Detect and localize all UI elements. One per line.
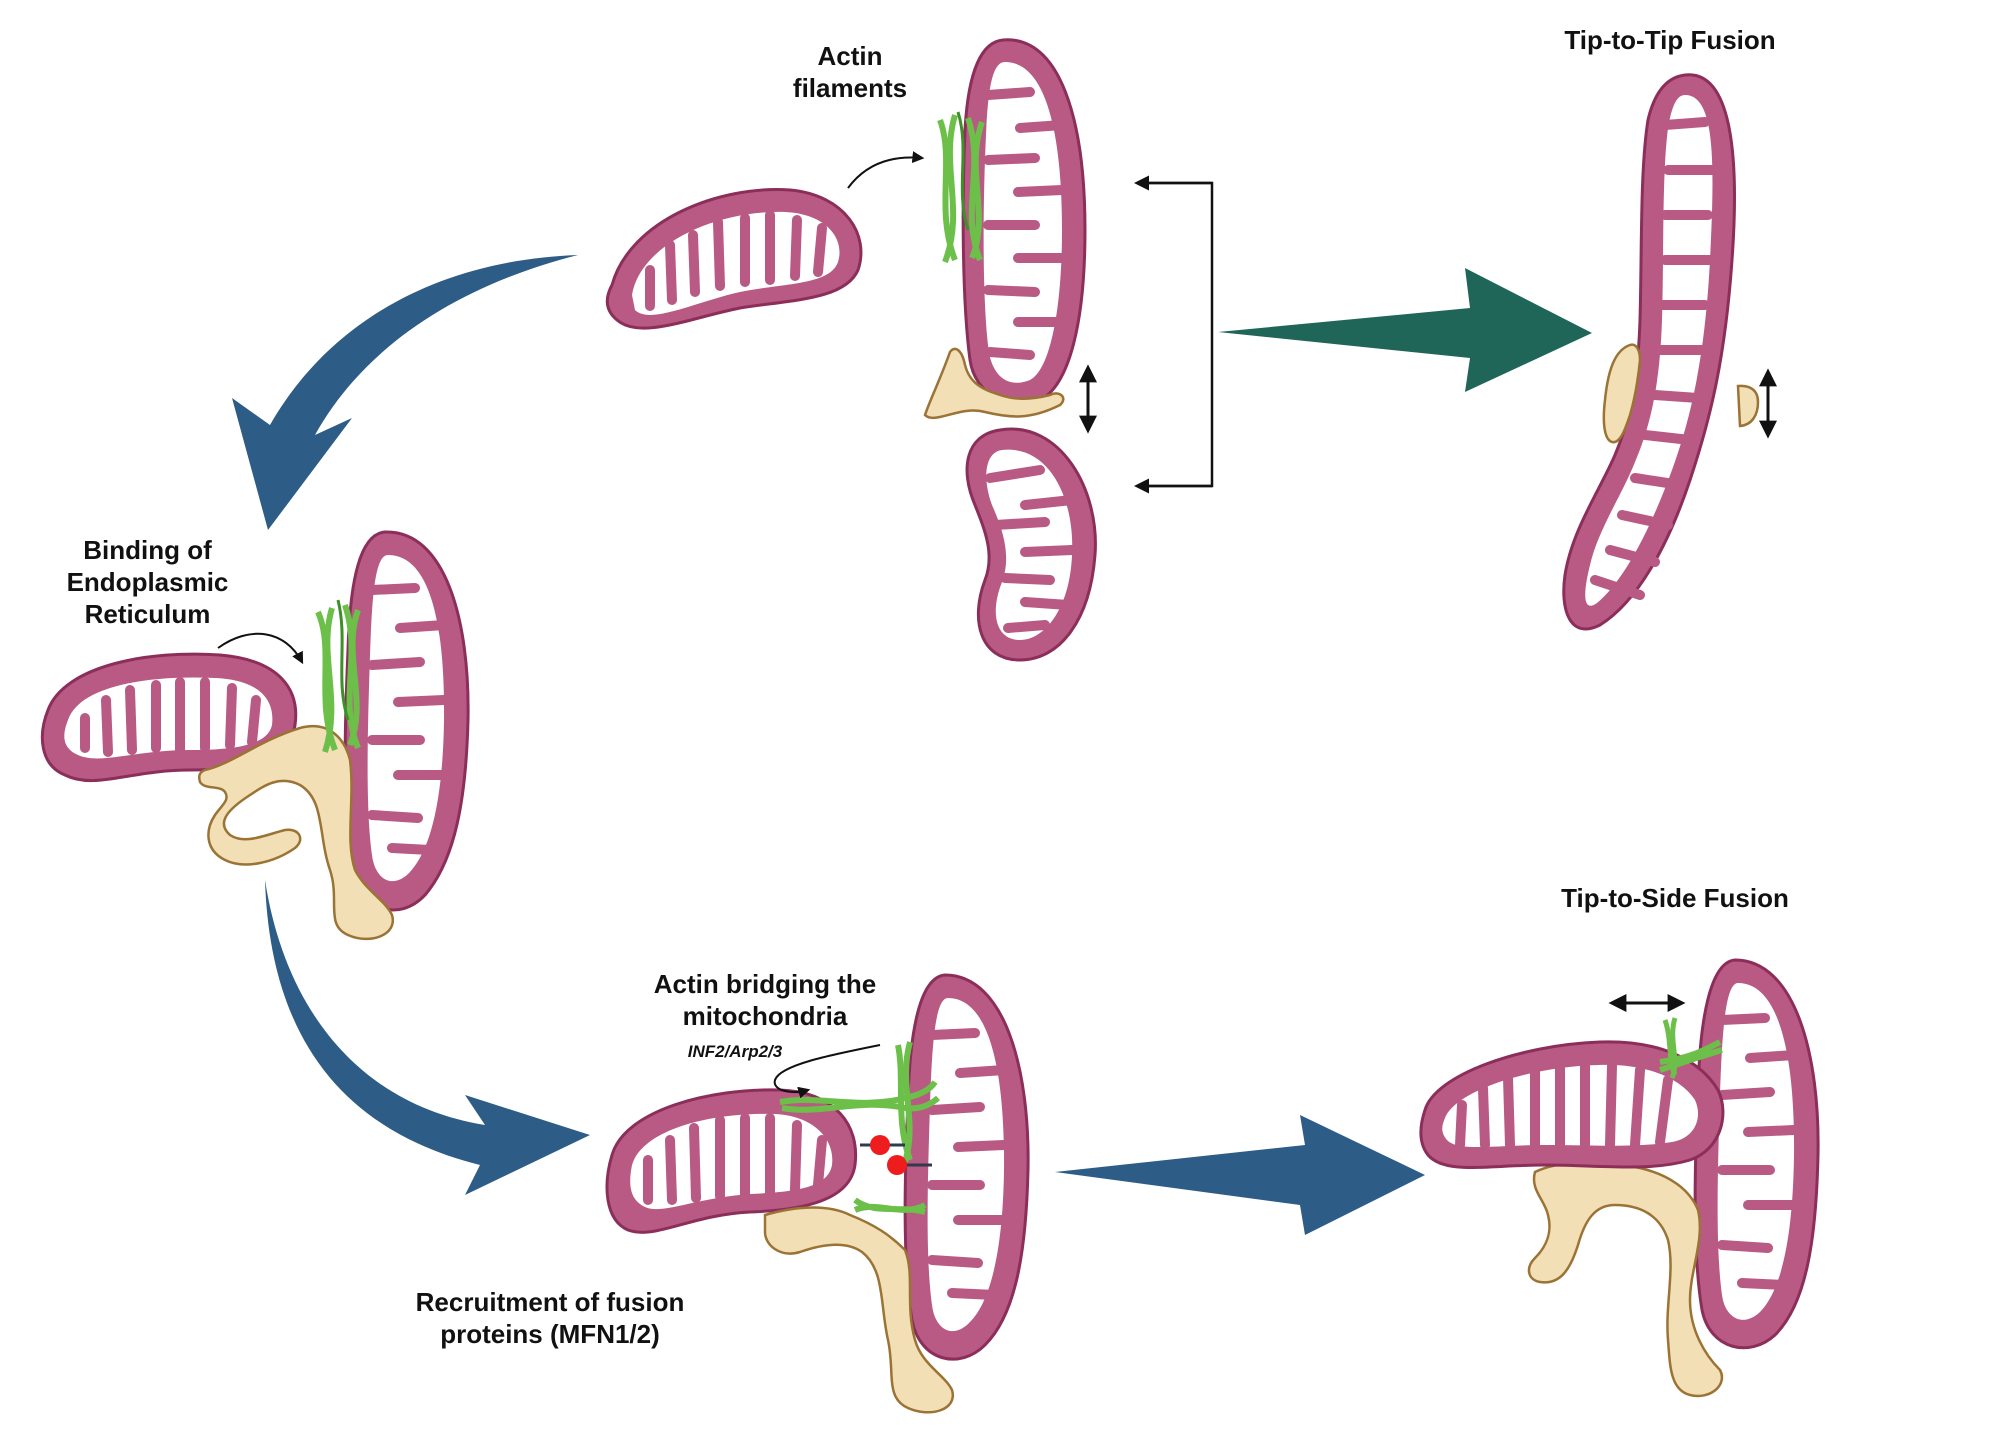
bracket-connector — [1134, 175, 1214, 494]
er-top — [923, 347, 1065, 420]
mitochondrion-bottom-center-large — [903, 973, 1030, 1361]
mitochondrion-top-center — [961, 38, 1087, 406]
arrow-to-tip-tip — [1218, 268, 1592, 392]
label-tip-to-tip: Tip-to-Tip Fusion — [1564, 25, 1776, 55]
pointer-arrow-binding-er — [217, 632, 304, 665]
label-recruitment-line1: Recruitment of fusion — [415, 1287, 685, 1317]
label-inf2-arp23: INF2/Arp2/3 — [687, 1042, 783, 1061]
mitochondrion-tip-to-side-horizontal — [1419, 1040, 1725, 1169]
fusion-proteins — [860, 1135, 932, 1175]
actin-filaments-middle-left — [315, 599, 361, 753]
pointer-arrow-inf2 — [773, 1044, 881, 1099]
er-bottom-center — [763, 1206, 955, 1414]
mitochondrion-tip-to-tip — [1562, 73, 1736, 631]
label-bridging-line1: Actin bridging the — [653, 969, 877, 999]
er-tip-to-side — [1527, 1161, 1724, 1398]
label-bridging-line2: mitochondria — [682, 1001, 848, 1031]
er-tip-to-tip — [1602, 343, 1760, 444]
mitochondrion-bottom-center-small — [605, 1088, 858, 1234]
actin-bridging-filaments — [779, 1041, 940, 1215]
fusion-protein-dot-2 — [887, 1155, 907, 1175]
label-binding-line3: Reticulum — [84, 599, 211, 629]
arrow-to-tip-side — [1055, 1115, 1425, 1235]
label-binding-line1: Binding of — [83, 535, 212, 565]
curved-arrow-top-left — [232, 255, 578, 530]
mitochondrion-middle-left-large — [343, 530, 470, 912]
actin-filaments-top — [937, 111, 985, 264]
fusion-protein-dot-1 — [870, 1135, 890, 1155]
mitochondrion-middle-left-small — [40, 652, 298, 783]
label-actin-filaments: Actin filaments — [760, 40, 940, 104]
label-tip-to-side: Tip-to-Side Fusion — [1561, 883, 1789, 913]
label-binding-er: Binding of Endoplasmic Reticulum — [40, 534, 255, 630]
curved-arrow-bottom-left — [265, 880, 590, 1195]
label-binding-line2: Endoplasmic — [66, 567, 229, 597]
actin-filaments-tip-to-side — [1659, 1017, 1723, 1080]
label-actin-line1: Actin — [817, 41, 883, 71]
mitochondrion-top-lower — [965, 427, 1097, 662]
er-middle-left — [197, 725, 395, 941]
label-recruitment-line2: proteins (MFN1/2) — [440, 1319, 660, 1349]
label-actin-line2: filaments — [792, 73, 908, 103]
label-recruitment: Recruitment of fusion proteins (MFN1/2) — [390, 1286, 710, 1350]
pointer-arrow-actin-filaments — [847, 151, 925, 189]
mitochondrion-top-left — [605, 188, 863, 330]
mitochondrion-tip-to-side-vertical — [1693, 958, 1820, 1350]
label-actin-bridging: Actin bridging the mitochondria — [620, 968, 910, 1032]
